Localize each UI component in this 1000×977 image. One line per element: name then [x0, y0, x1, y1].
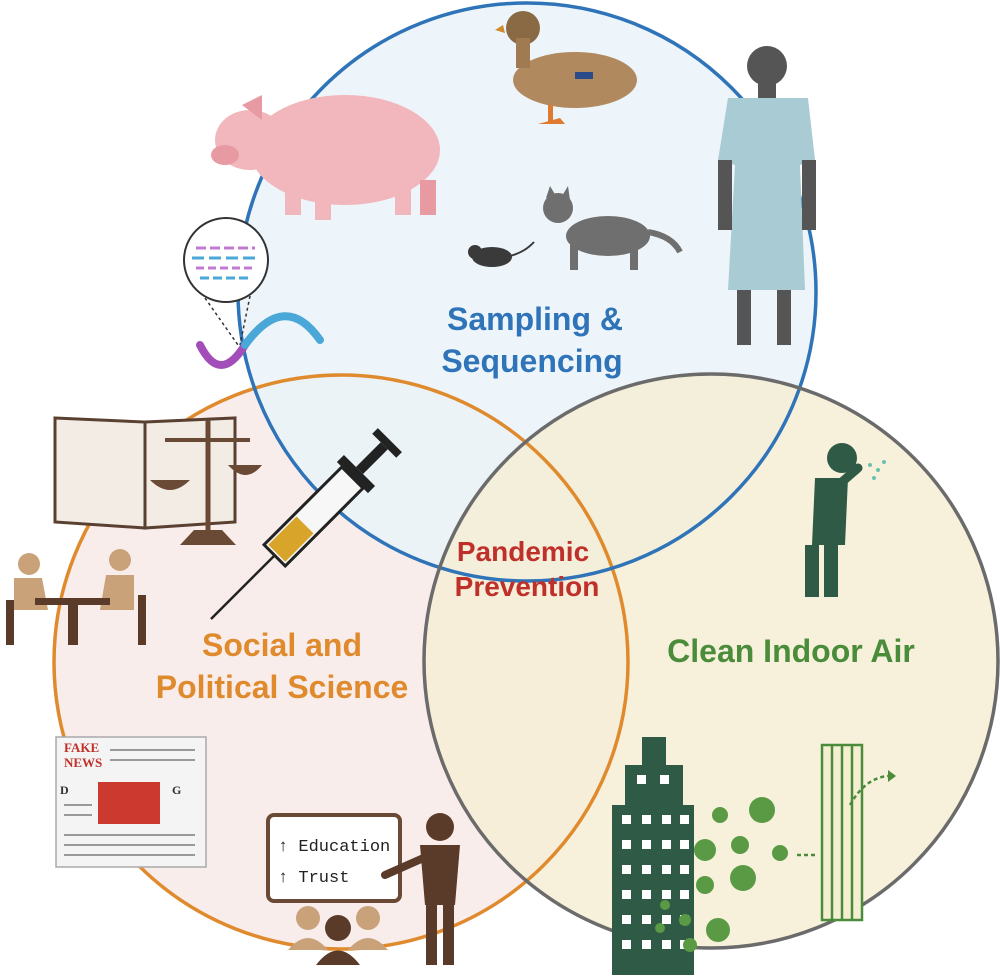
- meeting-people-icon: [6, 549, 146, 645]
- news-label: NEWS: [64, 755, 102, 770]
- sequencing-label: Sequencing: [441, 343, 622, 379]
- education-text: ↑ Education: [278, 838, 390, 857]
- clean-indoor-air-label: Clean Indoor Air: [667, 633, 915, 669]
- fake-label: FAKE: [64, 740, 99, 755]
- cat-icon: [543, 186, 683, 270]
- mouse-icon: [468, 241, 535, 267]
- syringe-icon: [210, 428, 402, 620]
- prevention-label: Prevention: [455, 571, 600, 602]
- coughing-person-icon: [805, 443, 886, 597]
- sampling-label: Sampling &: [447, 301, 623, 337]
- left-letter: D: [60, 783, 69, 797]
- social-label: Social and: [202, 627, 362, 663]
- teacher-icon: [381, 813, 460, 965]
- social-science-circle-outline: [52, 373, 630, 951]
- fake-news-newspaper-icon: FAKE NEWS D G: [55, 736, 207, 868]
- right-letter: G: [172, 783, 181, 797]
- pig-icon: [211, 95, 440, 220]
- law-book-scales-icon: [53, 416, 262, 545]
- patient-icon: [718, 46, 816, 345]
- political-science-label: Political Science: [156, 669, 409, 705]
- teacher-board: ↑ Education ↑ Trust: [266, 813, 402, 903]
- virus-icon: [655, 797, 788, 952]
- pandemic-label: Pandemic: [457, 536, 589, 567]
- duck-icon: [495, 11, 637, 124]
- air-filter-icon: [797, 743, 896, 922]
- audience-icon: [288, 906, 388, 965]
- trust-text: ↑ Trust: [278, 869, 349, 888]
- dna-sequence-icon: [183, 217, 324, 369]
- air-circle-outline: [422, 372, 1000, 950]
